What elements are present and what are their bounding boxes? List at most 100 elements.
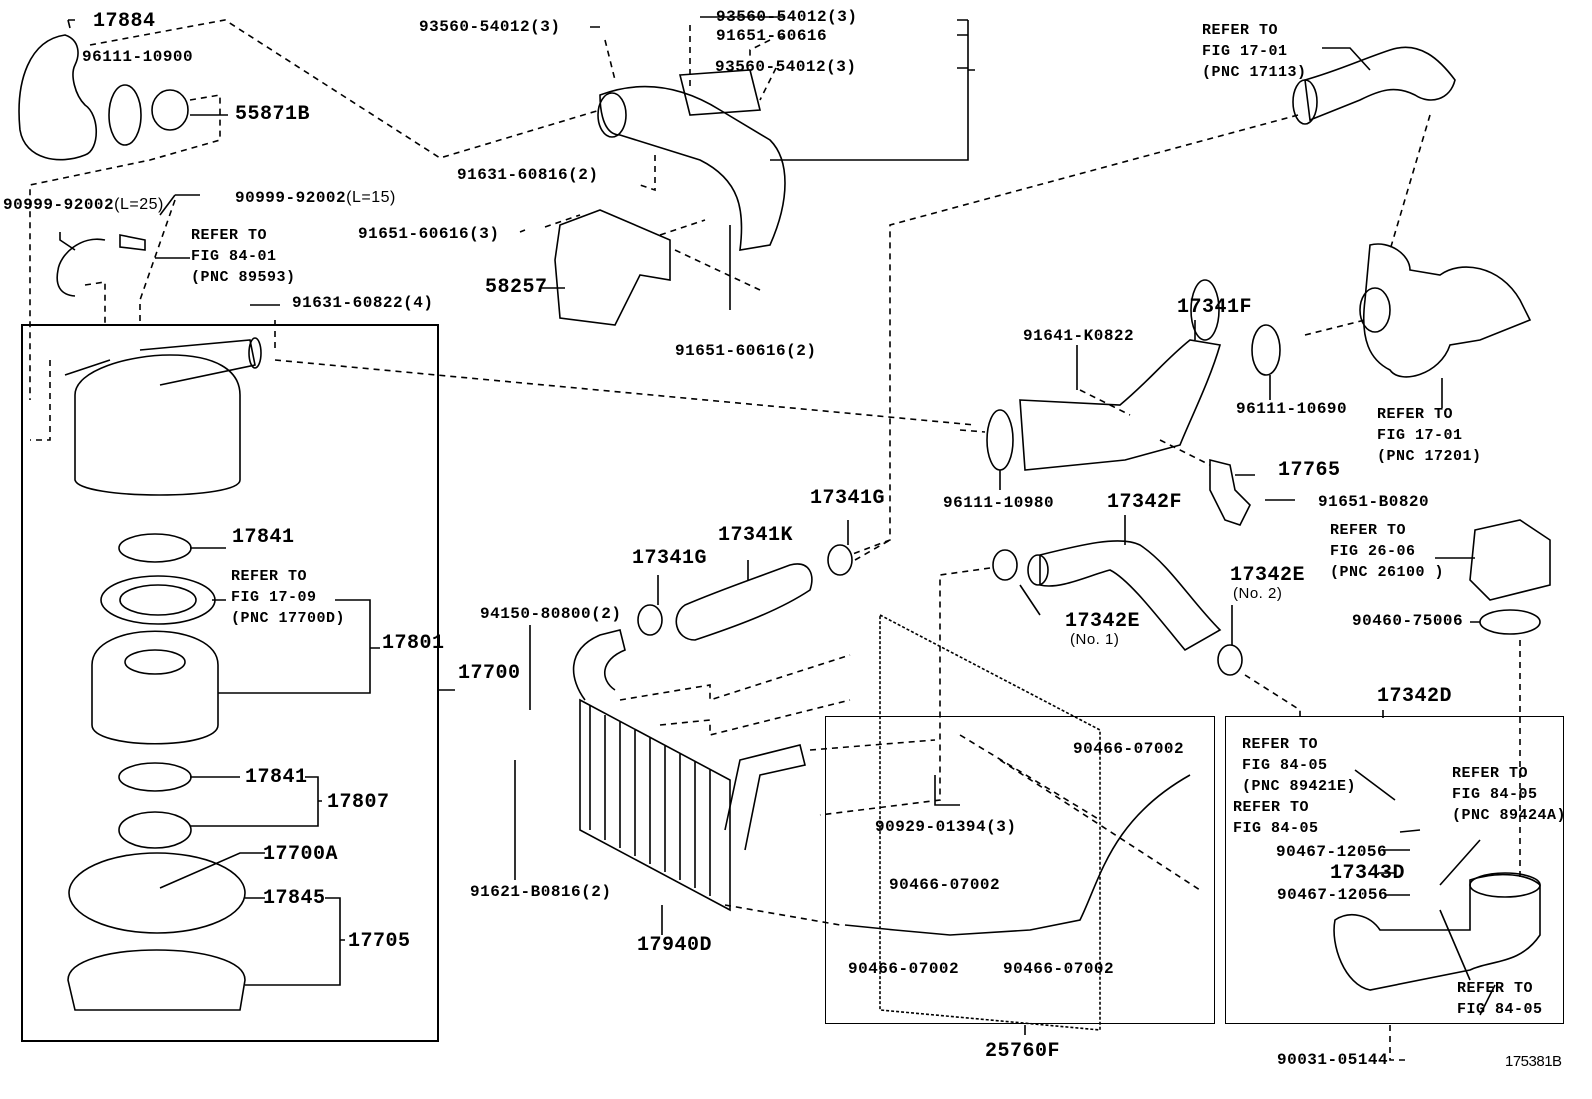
leader: [590, 16, 785, 38]
group-callout-17342D[interactable]: 17342D: [1377, 685, 1453, 708]
part-callout-17845[interactable]: 17845: [263, 887, 326, 910]
clamp-17342E-2-part: [1217, 644, 1243, 676]
ref-line: FIG 17-01: [1377, 427, 1463, 444]
part-callout-90999-92002-l25[interactable]: 90999-92002(L=25): [3, 196, 164, 214]
radiator-group-frame: [825, 716, 1215, 1024]
filter-element-part: [91, 630, 219, 745]
part-callout-17341G-b[interactable]: 17341G: [810, 487, 886, 510]
part-callout-17700A[interactable]: 17700A: [263, 843, 339, 866]
part-callout-90466-07002-a[interactable]: 90466-07002: [1073, 740, 1185, 758]
part-callout-90466-07002-b[interactable]: 90466-07002: [889, 876, 1001, 894]
ref-line: FIG 84-05: [1233, 820, 1319, 837]
part-callout-17841-b[interactable]: 17841: [245, 766, 308, 789]
part-callout-58257[interactable]: 58257: [485, 276, 548, 299]
leader: [59, 232, 76, 251]
part-callout-55871B[interactable]: 55871B: [235, 103, 311, 126]
ref-line: REFER TO: [1452, 765, 1529, 782]
clamp-96111-10900-part: [108, 84, 142, 146]
leader: [999, 320, 1271, 490]
part-callout-91651-B0820[interactable]: 91651-B0820: [1318, 493, 1430, 511]
air-cleaner-assy-frame: [21, 324, 439, 1042]
part-length: (L=25): [114, 196, 164, 213]
group-callout-17801[interactable]: 17801: [382, 632, 445, 655]
ref-line: REFER TO: [191, 227, 268, 244]
leader: [619, 654, 936, 926]
reference-fig-84-05-pnc-89424A[interactable]: REFER TO FIG 84-05 (PNC 89424A): [1452, 763, 1566, 826]
leader: [89, 19, 601, 159]
part-callout-96111-10690[interactable]: 96111-10690: [1236, 400, 1348, 418]
part-callout-90467-12056-b[interactable]: 90467-12056: [1277, 886, 1389, 904]
part-callout-94150-80800[interactable]: 94150-80800(2): [480, 605, 622, 623]
group-callout-17807[interactable]: 17807: [327, 791, 390, 814]
hose-90999-92002-part: [56, 238, 106, 297]
leader: [657, 520, 849, 605]
ref-line: FIG 84-05: [1242, 757, 1328, 774]
part-callout-91651-60616-2[interactable]: 91651-60616(2): [675, 342, 817, 360]
part-callout-17342E-no2[interactable]: 17342E: [1230, 564, 1306, 587]
part-number: 90999-92002: [3, 196, 115, 214]
ref-line: REFER TO: [1242, 736, 1319, 753]
leader: [1304, 319, 1366, 336]
leader: [849, 114, 1431, 556]
outlet-pipe-group-frame: [1225, 716, 1564, 1024]
part-callout-91621-B0816[interactable]: 91621-B0816(2): [470, 883, 612, 901]
part-callout-91631-60816[interactable]: 91631-60816(2): [457, 166, 599, 184]
part-callout-17841-a[interactable]: 17841: [232, 526, 295, 549]
part-callout-17342E-no2-sub: (No. 2): [1233, 585, 1283, 602]
part-callout-17341F[interactable]: 17341F: [1177, 296, 1253, 319]
part-callout-93560-54012-a[interactable]: 93560-54012(3): [419, 18, 561, 36]
part-callout-90460-75006[interactable]: 90460-75006: [1352, 612, 1464, 630]
ref-line: REFER TO: [231, 568, 308, 585]
pipe-17113-part: [1304, 46, 1456, 122]
part-callout-17342E-no1[interactable]: 17342E: [1065, 610, 1141, 633]
group-callout-17705[interactable]: 17705: [348, 930, 411, 953]
outlet-hose-53199B-part: [599, 85, 786, 251]
leader: [245, 897, 345, 986]
part-callout-91651-60616[interactable]: 91651-60616: [716, 27, 828, 45]
part-callout-90466-07002-c[interactable]: 90466-07002: [848, 960, 960, 978]
leader: [544, 214, 761, 291]
ref-line: (PNC 17201): [1377, 448, 1482, 465]
part-callout-90466-07002-d[interactable]: 90466-07002: [1003, 960, 1115, 978]
part-callout-17342F[interactable]: 17342F: [1107, 491, 1183, 514]
leader: [139, 199, 176, 325]
leader: [1389, 1025, 1405, 1061]
part-callout-93560-54012-c[interactable]: 93560-54012(3): [715, 58, 857, 76]
reference-fig-84-05-pnc-89421E[interactable]: REFER TO FIG 84-05 (PNC 89421E): [1242, 734, 1356, 797]
part-callout-96111-10900[interactable]: 96111-10900: [82, 48, 194, 66]
ref-line: FIG 17-01: [1202, 43, 1288, 60]
part-callout-17343D[interactable]: 17343D: [1330, 862, 1406, 885]
part-callout-17940D[interactable]: 17940D: [637, 934, 713, 957]
part-callout-96111-10980[interactable]: 96111-10980: [943, 494, 1055, 512]
part-callout-17884[interactable]: 17884: [93, 10, 156, 33]
group-callout-25760F[interactable]: 25760F: [985, 1040, 1061, 1063]
part-callout-91631-60822[interactable]: 91631-60822(4): [292, 294, 434, 312]
part-callout-17341G-a[interactable]: 17341G: [632, 547, 708, 570]
leader: [1322, 47, 1371, 71]
ref-line: (PNC 89424A): [1452, 807, 1567, 824]
ref-line: (PNC 89593): [191, 269, 296, 286]
duct-58257-part: [554, 209, 671, 326]
leader: [190, 776, 322, 827]
part-callout-91641-K0822[interactable]: 91641-K0822: [1023, 327, 1135, 345]
part-callout-90929-01394[interactable]: 90929-01394(3): [875, 818, 1017, 836]
part-callout-91651-60616-3[interactable]: 91651-60616(3): [358, 225, 500, 243]
throttle-body-part: [1469, 519, 1551, 601]
ref-line: (PNC 89421E): [1242, 778, 1357, 795]
group-callout-17700[interactable]: 17700: [458, 662, 521, 685]
part-callout-90031-05144[interactable]: 90031-05144: [1277, 1051, 1389, 1069]
ref-line: FIG 84-05: [1452, 786, 1538, 803]
part-callout-93560-54012-b[interactable]: 93560-54012(3): [716, 8, 858, 26]
part-callout-90999-92002-l15[interactable]: 90999-92002(L=15): [235, 189, 396, 207]
part-callout-17765[interactable]: 17765: [1278, 459, 1341, 482]
part-callout-17341K[interactable]: 17341K: [718, 524, 794, 547]
hose-17342F-part: [1039, 540, 1222, 652]
part-callout-90467-12056-a[interactable]: 90467-12056: [1276, 843, 1388, 861]
